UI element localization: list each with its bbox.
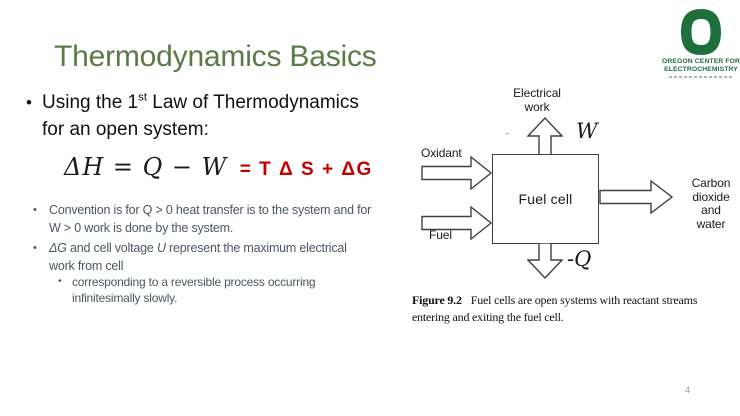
work-symbol: W bbox=[576, 119, 598, 143]
arrow-up-icon bbox=[527, 117, 563, 155]
bullet-3-text: ΔG and cell voltage U represent the maxi… bbox=[49, 241, 347, 273]
sub-bullet-text: corresponding to a reversible process oc… bbox=[72, 275, 316, 305]
bullet-2: • Convention is for Q > 0 heat transfer … bbox=[33, 202, 371, 237]
heat-symbol: -Q bbox=[567, 247, 592, 271]
bullet-marker: • bbox=[26, 93, 32, 112]
bullet-1-line2: for an open system: bbox=[42, 119, 209, 140]
bullet-marker: • bbox=[58, 276, 62, 287]
oxidant-label: Oxidant bbox=[421, 146, 462, 160]
bullet-marker: • bbox=[33, 242, 37, 254]
equation-enthalpy: ΔH = Q − W bbox=[64, 153, 228, 181]
equation-gibbs: = T Δ S + ΔG bbox=[239, 159, 373, 180]
bullet-marker: • bbox=[33, 204, 37, 216]
superscript-st: st bbox=[138, 91, 147, 104]
stray-minus-mark: - bbox=[505, 124, 510, 140]
fuel-cell-label: Fuel cell bbox=[518, 191, 573, 207]
arrow-right-in-top-icon bbox=[421, 156, 493, 190]
arrow-right-in-bottom-icon bbox=[421, 206, 493, 240]
equation: ΔH = Q − W = T Δ S + ΔG bbox=[64, 153, 373, 181]
bullet-3: • ΔG and cell voltage U represent the ma… bbox=[33, 240, 347, 275]
uo-o-icon bbox=[681, 9, 721, 55]
arrow-down-icon bbox=[527, 243, 563, 279]
figure-caption-label: Figure 9.2 bbox=[412, 293, 462, 307]
arrow-right-out-icon bbox=[599, 180, 674, 214]
bullet-2-text: Convention is for Q > 0 heat transfer is… bbox=[49, 203, 372, 235]
logo-subtext-line bbox=[669, 76, 733, 79]
fuel-cell-box: Fuel cell bbox=[492, 154, 599, 244]
sub-bullet: • corresponding to a reversible process … bbox=[58, 274, 316, 306]
fuel-label: Fuel bbox=[429, 228, 452, 242]
page-number: 4 bbox=[685, 385, 691, 396]
page-title: Thermodynamics Basics bbox=[54, 40, 377, 73]
